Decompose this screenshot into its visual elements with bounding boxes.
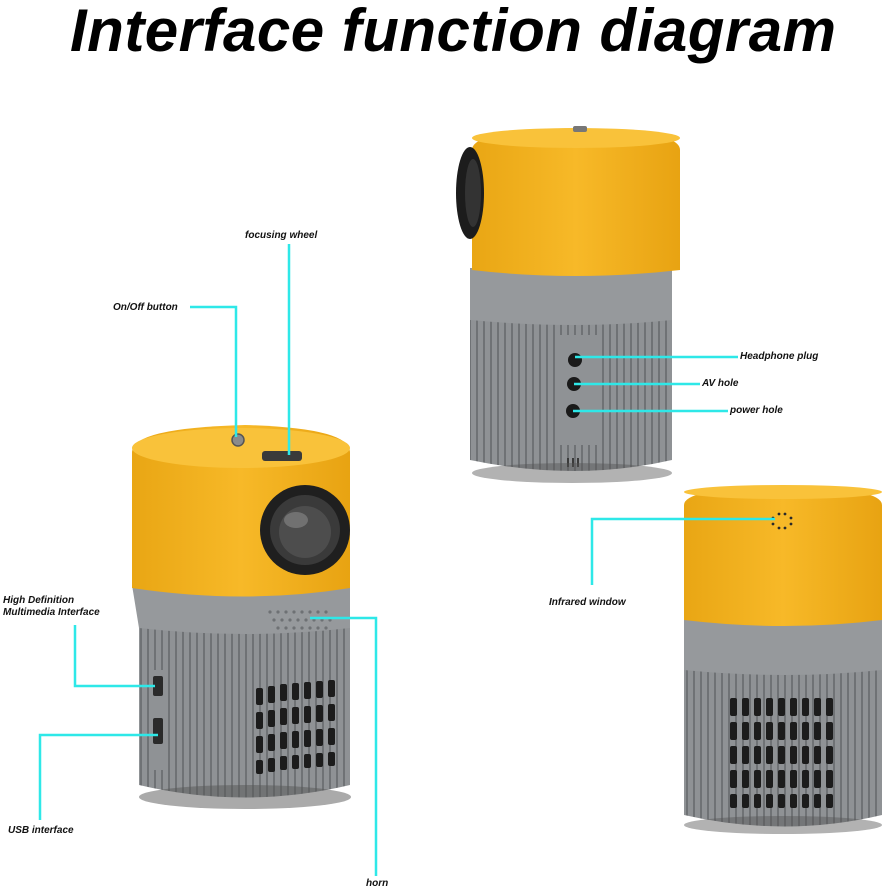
projector-rear-yellow-top bbox=[472, 128, 680, 276]
on-off-button-icon bbox=[231, 433, 245, 447]
projector-rear-grey-band bbox=[470, 268, 672, 325]
projector-front-ribbed-body bbox=[139, 600, 350, 798]
headphone-jack-icon bbox=[568, 353, 582, 367]
infrared-window-icon bbox=[771, 512, 793, 530]
av-hole-label: AV hole bbox=[702, 378, 739, 389]
projector-front-grey-band bbox=[132, 585, 350, 634]
usb-port-icon bbox=[153, 718, 163, 744]
focusing-wheel-icon bbox=[262, 451, 302, 461]
leader-horn bbox=[310, 616, 378, 876]
leader-lines bbox=[38, 244, 775, 876]
usb-interface-label: USB interface bbox=[8, 825, 74, 836]
headphone-plug-label: Headphone plug bbox=[740, 351, 819, 362]
horn-label: horn bbox=[366, 878, 389, 889]
hdmi-port-icon bbox=[153, 676, 163, 696]
projector-ir-grey-band bbox=[684, 615, 882, 675]
power-hole-label: power hole bbox=[730, 405, 783, 416]
projector-front-view bbox=[132, 425, 351, 809]
focusing-wheel-label: focusing wheel bbox=[245, 230, 318, 241]
on-off-button-label: On/Off button bbox=[113, 302, 178, 313]
projector-ir-yellow-top bbox=[684, 486, 882, 626]
infrared-window-label: Infrared window bbox=[549, 597, 626, 608]
projector-infrared-view bbox=[684, 485, 882, 834]
leader-usb bbox=[38, 733, 158, 820]
hdmi-label: High Definition Multimedia Interface bbox=[3, 595, 100, 619]
projector-rear-view bbox=[456, 126, 680, 483]
page-title: Interface function diagram bbox=[70, 0, 837, 64]
leader-infrared bbox=[590, 517, 775, 585]
ir-vent-grid-icon bbox=[730, 698, 833, 808]
leader-on-off-button bbox=[190, 305, 238, 437]
vent-grid-icon bbox=[256, 680, 335, 774]
leader-hdmi bbox=[73, 625, 155, 688]
hdmi-label-line2: Multimedia Interface bbox=[3, 607, 100, 618]
hdmi-label-line1: High Definition bbox=[3, 595, 75, 606]
